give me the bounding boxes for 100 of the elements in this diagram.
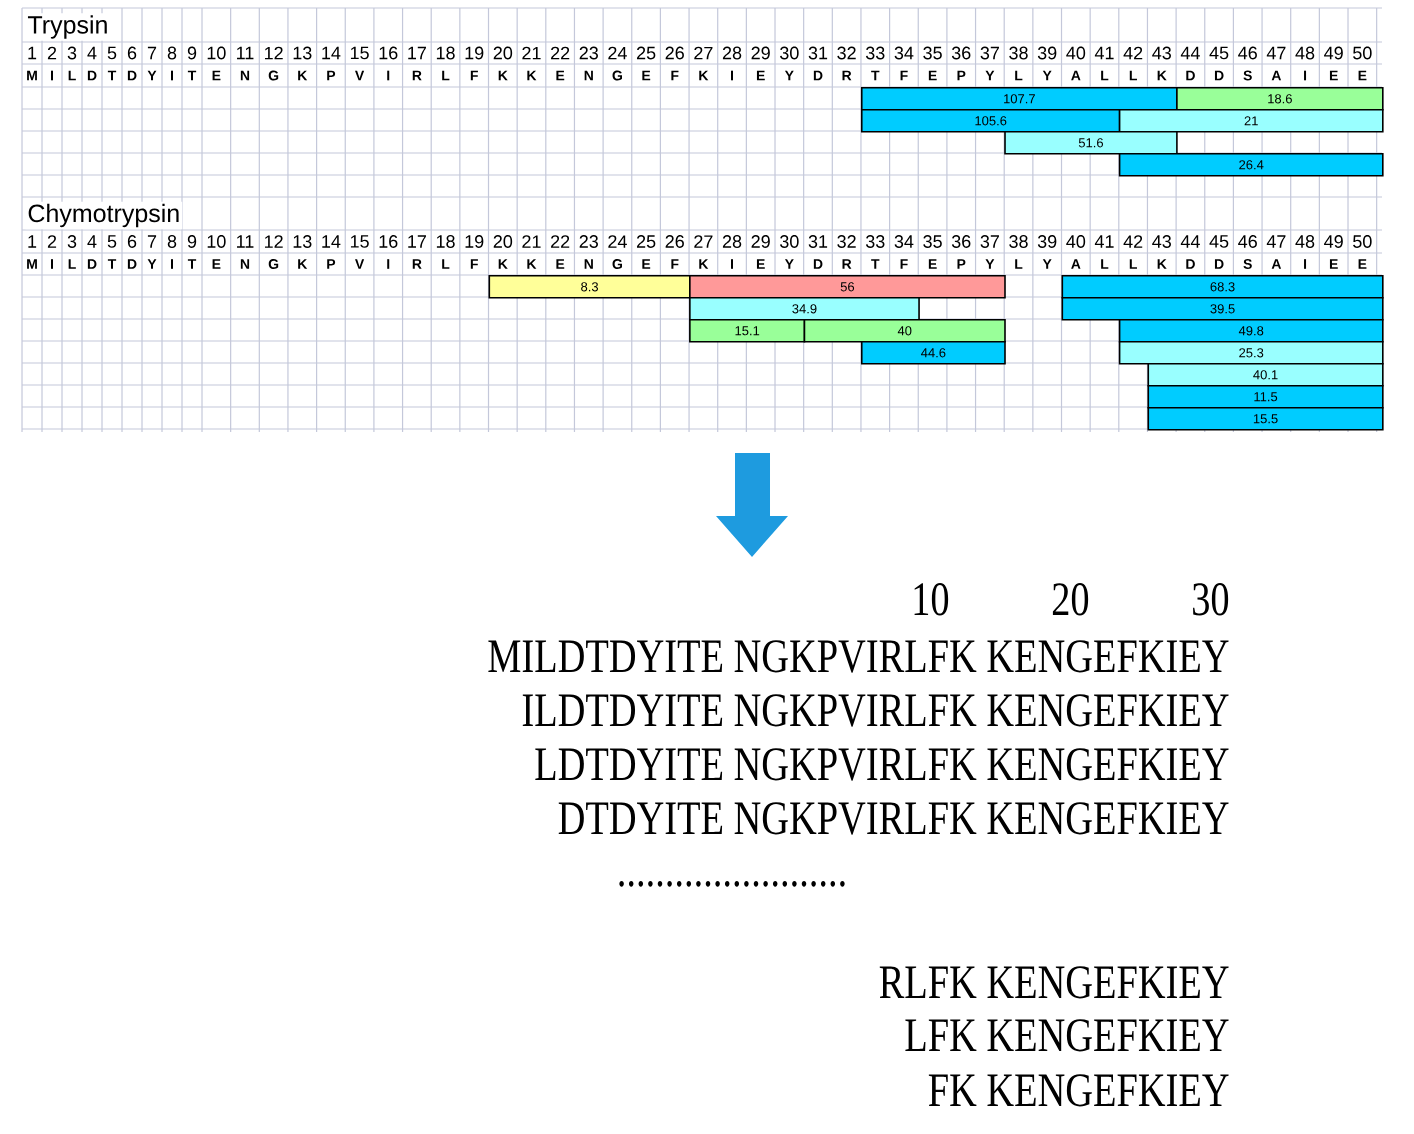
- residue-letter: N: [584, 70, 593, 81]
- residue-letter: Y: [1042, 70, 1052, 81]
- peptide-bar: 11.5: [1147, 385, 1384, 409]
- residue-letter: S: [1243, 70, 1252, 81]
- column-number: 17: [408, 46, 426, 60]
- residue-letter: K: [527, 70, 537, 81]
- residue-letter: G: [268, 259, 279, 269]
- peptide-bar: 34.9: [689, 297, 920, 321]
- column-number: 22: [551, 46, 570, 60]
- residue-letter: K: [699, 259, 709, 269]
- column-number: 44: [1180, 235, 1200, 248]
- column-number: 2: [47, 235, 57, 248]
- sequence-line: LFK KENGEFKIEY: [905, 1019, 1229, 1052]
- peptide-bar: 25.3: [1118, 341, 1384, 365]
- residue-letter: K: [1157, 259, 1167, 269]
- column-number: 43: [1152, 235, 1171, 248]
- residue-letter: S: [1243, 259, 1252, 269]
- column-number: 6: [127, 46, 137, 60]
- column-number: 43: [1152, 46, 1171, 60]
- residue-letter: T: [871, 259, 880, 269]
- column-number: 41: [1094, 235, 1114, 248]
- column-number: 13: [293, 235, 312, 248]
- column-number: 48: [1295, 235, 1315, 248]
- residue-letter: M: [27, 70, 37, 81]
- residue-letter: F: [671, 259, 679, 269]
- column-number: 9: [187, 46, 197, 60]
- column-number: 49: [1324, 235, 1343, 248]
- column-number: 30: [780, 235, 799, 248]
- residue-letter: I: [1304, 259, 1307, 269]
- column-number: 18: [436, 46, 455, 60]
- residue-letter: D: [87, 259, 97, 269]
- column-number: 12: [265, 46, 283, 60]
- sequence-line: MILDTDYITE NGKPVIRLFK KENGEFKIEY: [488, 640, 1229, 673]
- column-number: 24: [608, 46, 627, 60]
- residue-letter: E: [1329, 70, 1338, 81]
- peptide-bar: 44.6: [860, 341, 1006, 365]
- residue-letter: L: [1129, 259, 1137, 269]
- column-number: 32: [837, 235, 856, 248]
- column-number: 10: [207, 46, 226, 60]
- column-number: 27: [694, 235, 713, 248]
- peptide-bar: 105.6: [860, 109, 1121, 133]
- residue-letter: A: [1071, 70, 1081, 81]
- residue-letter: G: [268, 70, 279, 81]
- column-number: 35: [923, 235, 942, 248]
- residue-letter: L: [68, 259, 76, 269]
- residue-letter: E: [928, 70, 937, 81]
- column-number: 47: [1266, 46, 1286, 60]
- residue-letter: R: [412, 259, 422, 269]
- residue-letter: N: [240, 259, 250, 269]
- residue-letter: I: [731, 70, 734, 81]
- column-number: 1: [28, 46, 37, 60]
- column-number: 19: [465, 235, 484, 248]
- residue-letter: K: [298, 70, 308, 81]
- column-number: 18: [436, 235, 455, 248]
- column-number: 1: [28, 235, 37, 248]
- column-number: 42: [1123, 235, 1143, 248]
- residue-letter: T: [871, 70, 880, 81]
- sequence-line: ILDTDYITE NGKPVIRLFK KENGEFKIEY: [522, 694, 1229, 727]
- position-number: 10: [914, 583, 949, 616]
- column-number: 14: [322, 46, 341, 60]
- residue-letter: Y: [1042, 259, 1052, 269]
- residue-letter: L: [68, 70, 76, 81]
- residue-letter: G: [612, 70, 622, 81]
- column-number: 31: [808, 46, 828, 60]
- peptide-bar: 40.1: [1147, 363, 1384, 387]
- column-number: 14: [322, 235, 341, 248]
- column-number: 48: [1295, 46, 1315, 60]
- column-number: 20: [493, 46, 513, 60]
- residue-letter: E: [212, 259, 221, 269]
- column-number: 26: [665, 235, 684, 248]
- residue-letter: L: [1101, 259, 1109, 269]
- column-number: 46: [1238, 46, 1257, 60]
- column-number: 7: [147, 46, 157, 60]
- peptide-bar: 8.3: [488, 275, 691, 299]
- column-number: 19: [465, 46, 484, 60]
- peptide-bar: 39.5: [1061, 297, 1384, 321]
- column-number: 35: [923, 46, 942, 60]
- column-number: 25: [637, 235, 656, 248]
- column-number: 30: [780, 46, 799, 60]
- column-number: 2: [47, 46, 57, 60]
- residue-letter: E: [1358, 70, 1367, 81]
- residue-letter: D: [813, 259, 823, 269]
- residue-letter: I: [1304, 70, 1307, 81]
- residue-letter: P: [327, 259, 336, 269]
- column-number: 17: [408, 235, 426, 248]
- peptide-bar: 15.5: [1147, 407, 1384, 431]
- residue-letter: K: [1157, 70, 1167, 81]
- peptide-bar: 21: [1118, 109, 1384, 133]
- residue-letter: E: [556, 70, 565, 81]
- residue-letter: L: [1015, 259, 1023, 269]
- residue-letter: F: [900, 70, 908, 81]
- peptide-bar: 15.1: [689, 319, 806, 343]
- peptide-bar: 51.6: [1004, 131, 1178, 155]
- residue-letter: D: [127, 259, 137, 269]
- column-number: 28: [722, 46, 742, 60]
- residue-letter: Y: [147, 259, 157, 269]
- column-number: 36: [951, 46, 971, 60]
- column-number: 37: [980, 46, 999, 60]
- column-number: 16: [379, 46, 398, 60]
- column-number: 7: [147, 235, 157, 248]
